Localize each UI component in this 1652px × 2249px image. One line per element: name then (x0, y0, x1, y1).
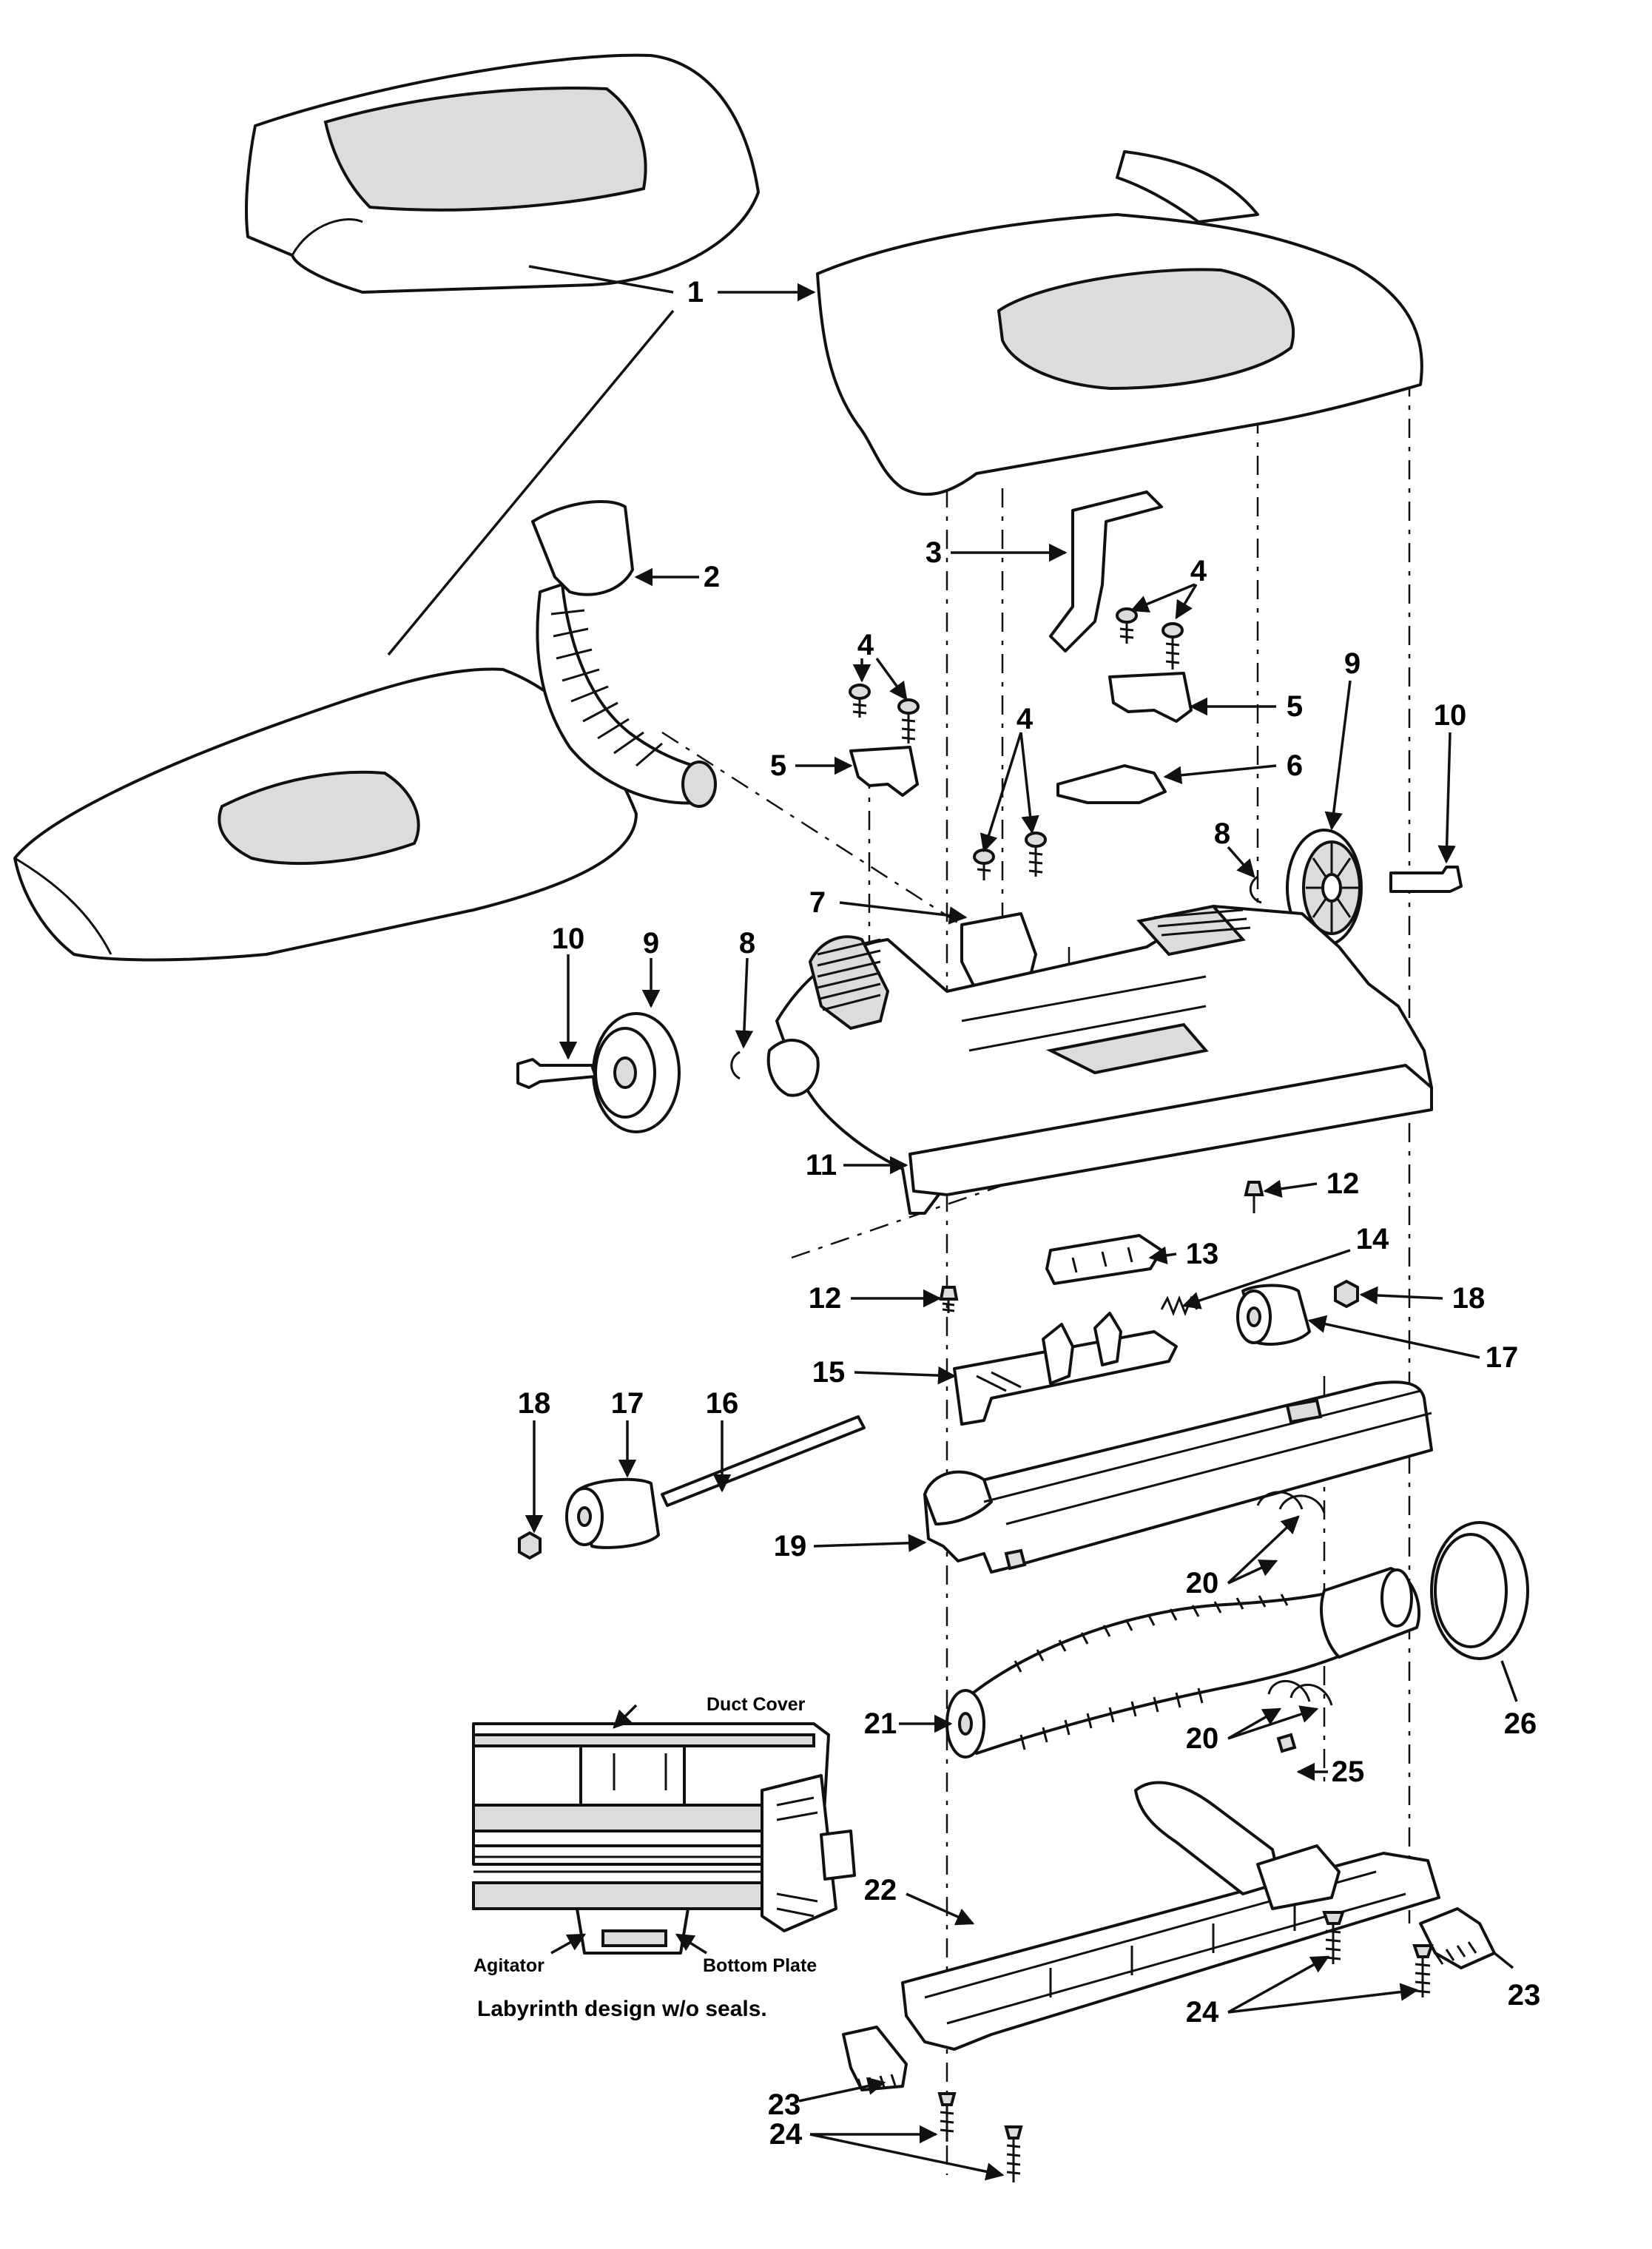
inset-label-agitator: Agitator (473, 1955, 545, 1976)
inset-label-duct-cover: Duct Cover (707, 1694, 806, 1715)
hood-cover-lower-view (13, 667, 638, 962)
callout-17a: 17 (611, 1387, 644, 1420)
callout-6: 6 (1287, 749, 1303, 782)
inset-labels: Duct Cover Agitator Bottom Plate Labyrin… (473, 1694, 817, 2021)
bearing-clips-lower (1267, 1679, 1333, 1706)
leader-lines (387, 265, 1518, 2181)
axle-left (516, 1058, 597, 1089)
callout-4a: 4 (1190, 555, 1207, 587)
screw-4d (897, 698, 920, 744)
callout-12b: 12 (809, 1282, 842, 1315)
screw-4a (1116, 607, 1138, 644)
cross-section-inset (472, 1722, 856, 1955)
callout-1: 1 (687, 276, 704, 308)
callout-labels: 1 2 3 4 4 4 5 5 6 7 8 8 9 9 10 10 11 12 … (518, 276, 1541, 2151)
bumper-guard-right (1419, 1907, 1496, 1969)
release-pedal (1049, 490, 1163, 653)
inset-caption: Labyrinth design w/o seals. (477, 1997, 767, 2021)
bumper-guard-left (842, 2026, 908, 2091)
drive-belt (1430, 1521, 1529, 1660)
callout-2: 2 (704, 561, 720, 593)
nut-left (518, 1531, 542, 1560)
nut-right (1334, 1279, 1359, 1309)
agitator-brush-roll (945, 1567, 1421, 1759)
hose (531, 499, 717, 808)
callout-26: 26 (1504, 1707, 1537, 1740)
duct-cover (923, 1380, 1433, 1574)
wheel-left (592, 1012, 681, 1133)
latch (1056, 764, 1167, 804)
callout-18b: 18 (1452, 1282, 1486, 1315)
callout-12a: 12 (1326, 1167, 1360, 1200)
callout-18a: 18 (518, 1387, 551, 1420)
bearing-clips-upper (1256, 1491, 1326, 1514)
callout-10a: 10 (552, 923, 585, 955)
axle-right (1389, 866, 1463, 893)
screw-24c (937, 2092, 957, 2142)
screw-4c (849, 684, 871, 718)
agitator-shaft (661, 1415, 866, 1507)
callout-14: 14 (1356, 1223, 1389, 1255)
spring (1160, 1295, 1198, 1317)
callout-3: 3 (926, 536, 942, 569)
callout-9a: 9 (643, 927, 659, 960)
callout-20a: 20 (1186, 1567, 1219, 1599)
callout-4c: 4 (1017, 703, 1034, 735)
base-housing (766, 904, 1433, 1215)
callout-7: 7 (809, 886, 826, 919)
clip-right (1250, 875, 1262, 904)
callout-8a: 8 (739, 927, 755, 960)
callout-11: 11 (806, 1149, 837, 1181)
bracket-right (1108, 672, 1193, 723)
height-adjust (953, 1312, 1178, 1426)
hood-cover-main (816, 150, 1423, 496)
callout-17b: 17 (1486, 1341, 1519, 1374)
callout-4b: 4 (857, 629, 874, 661)
screw-24d (1004, 2125, 1023, 2182)
screw-4b (1162, 622, 1184, 670)
end-cap-right (1236, 1284, 1311, 1346)
callout-24a: 24 (1186, 1996, 1219, 2029)
callout-22: 22 (864, 1874, 897, 1906)
bumper-clip (1045, 1234, 1163, 1285)
clip-left (730, 1051, 741, 1080)
callout-5b: 5 (1287, 690, 1303, 723)
screws (849, 607, 1184, 880)
bracket-left (849, 746, 919, 797)
small-clip (1276, 1733, 1297, 1753)
callout-23a: 23 (1508, 1979, 1541, 2012)
screw-24b (1412, 1944, 1434, 1997)
inset-label-bottom-plate: Bottom Plate (703, 1955, 817, 1976)
callout-8b: 8 (1214, 817, 1230, 850)
callout-10b: 10 (1434, 699, 1467, 732)
callout-13: 13 (1186, 1238, 1219, 1270)
callout-20b: 20 (1186, 1722, 1219, 1755)
callout-21: 21 (864, 1707, 897, 1740)
callout-24b: 24 (769, 2118, 803, 2151)
callout-15: 15 (812, 1356, 846, 1389)
callout-19: 19 (774, 1530, 807, 1562)
callout-5a: 5 (770, 749, 786, 782)
callout-25: 25 (1332, 1756, 1365, 1788)
bottom-plate (901, 1781, 1440, 2051)
screw-4f (1025, 832, 1047, 877)
screw-12b (939, 1286, 959, 1313)
hood-cover-top-view (245, 53, 760, 294)
callout-23b: 23 (768, 2088, 801, 2121)
screw-4e (973, 849, 995, 880)
end-cap-left (565, 1477, 660, 1549)
callout-16: 16 (706, 1387, 739, 1420)
screw-12a (1244, 1181, 1264, 1213)
screw-24a (1322, 1911, 1345, 1964)
callout-9b: 9 (1344, 647, 1361, 680)
